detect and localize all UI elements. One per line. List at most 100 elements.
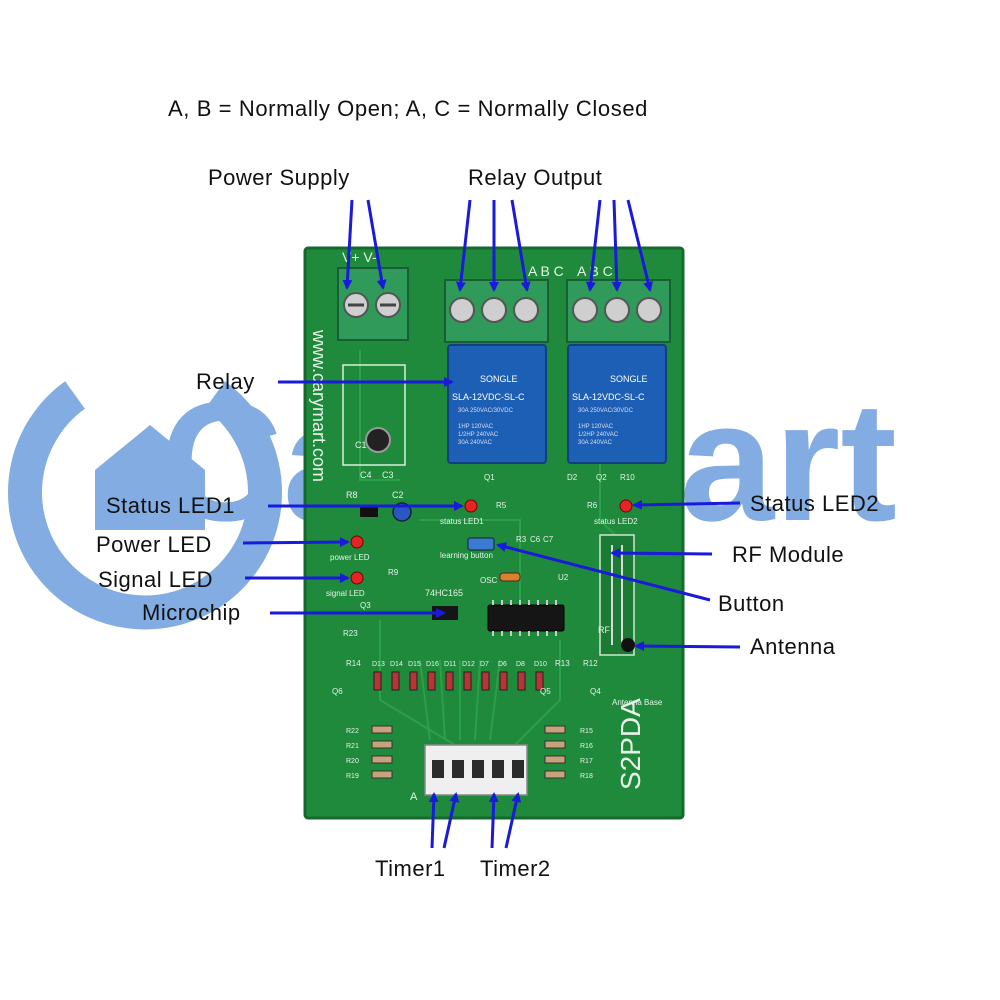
leds: status LED1 R5 status LED2 R6 R10 D2 Q2 … <box>326 473 638 598</box>
arrow-relay-out-1 <box>455 199 472 292</box>
diode-label: D10 <box>534 661 547 668</box>
learning-button-silkscreen: learning button <box>440 551 493 560</box>
c3-label: C3 <box>382 470 394 480</box>
r3-label: R3 <box>516 535 527 544</box>
resistor <box>371 770 393 779</box>
u2-label: U2 <box>558 573 569 582</box>
relay2-rating-3: 1/2HP 240VAC <box>578 432 619 438</box>
power-terminal-mark: V+ V- <box>342 249 377 265</box>
d2-label: D2 <box>567 473 578 482</box>
diode <box>409 671 418 691</box>
diode-label: D14 <box>390 661 403 668</box>
arrow-power-1 <box>342 199 354 290</box>
diode <box>373 671 382 691</box>
c1-label: C1 <box>355 440 367 450</box>
resistor <box>371 740 393 749</box>
arrow-timer1-b <box>442 792 460 849</box>
power-led <box>350 535 364 549</box>
chip-silkscreen: 74HC165 <box>425 588 463 598</box>
antenna-base-post <box>621 638 635 652</box>
diode <box>445 671 454 691</box>
diode-label: D13 <box>372 661 385 668</box>
learning-button <box>467 537 495 551</box>
diode-label: D11 <box>444 661 456 668</box>
dip-a-label: A <box>410 791 418 803</box>
relay2-model: SLA-12VDC-SL-C <box>572 392 645 402</box>
diode-label: D15 <box>408 661 421 668</box>
diagram-subtitle: A, B = Normally Open; A, C = Normally Cl… <box>168 96 649 121</box>
r23-label: R23 <box>343 629 358 638</box>
label-signal-led: Signal LED <box>98 567 214 592</box>
arrow-status-led2 <box>632 499 741 510</box>
rf-label: RF <box>598 625 610 635</box>
website-silkscreen: www.carymart.com <box>309 329 329 482</box>
diode <box>499 671 508 691</box>
q1-label: Q1 <box>484 473 495 482</box>
c7-label: C7 <box>543 535 554 544</box>
label-timer1: Timer1 <box>375 856 446 881</box>
relay2-rating-4: 30A 240VAC <box>578 440 613 446</box>
resistor-label: R22 <box>346 728 359 735</box>
relay2-terminal-mark: A B C <box>577 263 613 279</box>
relay2-brand: SONGLE <box>610 374 648 384</box>
arrow-button <box>496 542 711 602</box>
status-led2-silkscreen: status LED2 <box>594 517 638 526</box>
resistor-label: R18 <box>580 773 593 780</box>
resistor <box>371 725 393 734</box>
relay1-rating-4: 30A 240VAC <box>458 440 493 446</box>
q2-label: Q2 <box>596 473 607 482</box>
r6-label: R6 <box>587 501 598 510</box>
r9-label: R9 <box>388 568 399 577</box>
oscillator <box>499 572 521 582</box>
label-rf-module: RF Module <box>732 542 845 567</box>
relay1-rating-2: 1HP 120VAC <box>458 424 494 430</box>
arrow-timer1-a <box>428 792 439 849</box>
arrow-relay-out-5 <box>611 199 622 292</box>
diode-label: D6 <box>498 661 507 668</box>
relay1-rating-3: 1/2HP 240VAC <box>458 432 499 438</box>
q3-label: Q3 <box>360 601 371 610</box>
resistor <box>544 755 566 764</box>
label-timer2: Timer2 <box>480 856 551 881</box>
relay-1: SONGLE SLA-12VDC-SL-C 30A 250VAC/30VDC 1… <box>447 344 547 464</box>
arrow-power-2 <box>366 199 387 290</box>
label-microchip: Microchip <box>142 600 241 625</box>
label-power-led: Power LED <box>96 532 212 557</box>
osc-label: OSC <box>480 576 498 585</box>
arrow-relay-out-3 <box>510 199 531 292</box>
diode <box>535 671 544 691</box>
q5-label: Q5 <box>540 687 551 696</box>
status-led1 <box>464 499 478 513</box>
diode <box>517 671 526 691</box>
relay1-terminal-mark: A B C <box>528 263 564 279</box>
relay1-rating-1: 30A 250VAC/30VDC <box>458 408 514 414</box>
status-led1-silkscreen: status LED1 <box>440 517 484 526</box>
status-led2 <box>619 499 633 513</box>
label-power-supply: Power Supply <box>208 165 350 190</box>
q4-label: Q4 <box>590 687 601 696</box>
label-button: Button <box>718 591 785 616</box>
diode-label: D7 <box>480 661 489 668</box>
r5-label: R5 <box>496 501 507 510</box>
model-silkscreen: S2PDA <box>615 698 646 790</box>
relay2-rating-2: 1HP 120VAC <box>578 424 614 430</box>
r10-label: R10 <box>620 473 635 482</box>
resistor <box>544 725 566 734</box>
diode <box>427 671 436 691</box>
relay2-rating-1: 30A 250VAC/30VDC <box>578 408 634 414</box>
diode <box>463 671 472 691</box>
signal-led-silkscreen: signal LED <box>326 589 365 598</box>
resistor-label: R16 <box>580 743 593 750</box>
diode-label: D16 <box>426 661 439 668</box>
diode <box>481 671 490 691</box>
capacitor-c1 <box>365 427 391 453</box>
r14-label: R14 <box>346 659 361 668</box>
label-relay: Relay <box>196 369 255 394</box>
resistor-label: R19 <box>346 773 359 780</box>
resistor-label: R15 <box>580 728 593 735</box>
arrow-timer2-a <box>488 792 499 849</box>
resistor <box>371 755 393 764</box>
